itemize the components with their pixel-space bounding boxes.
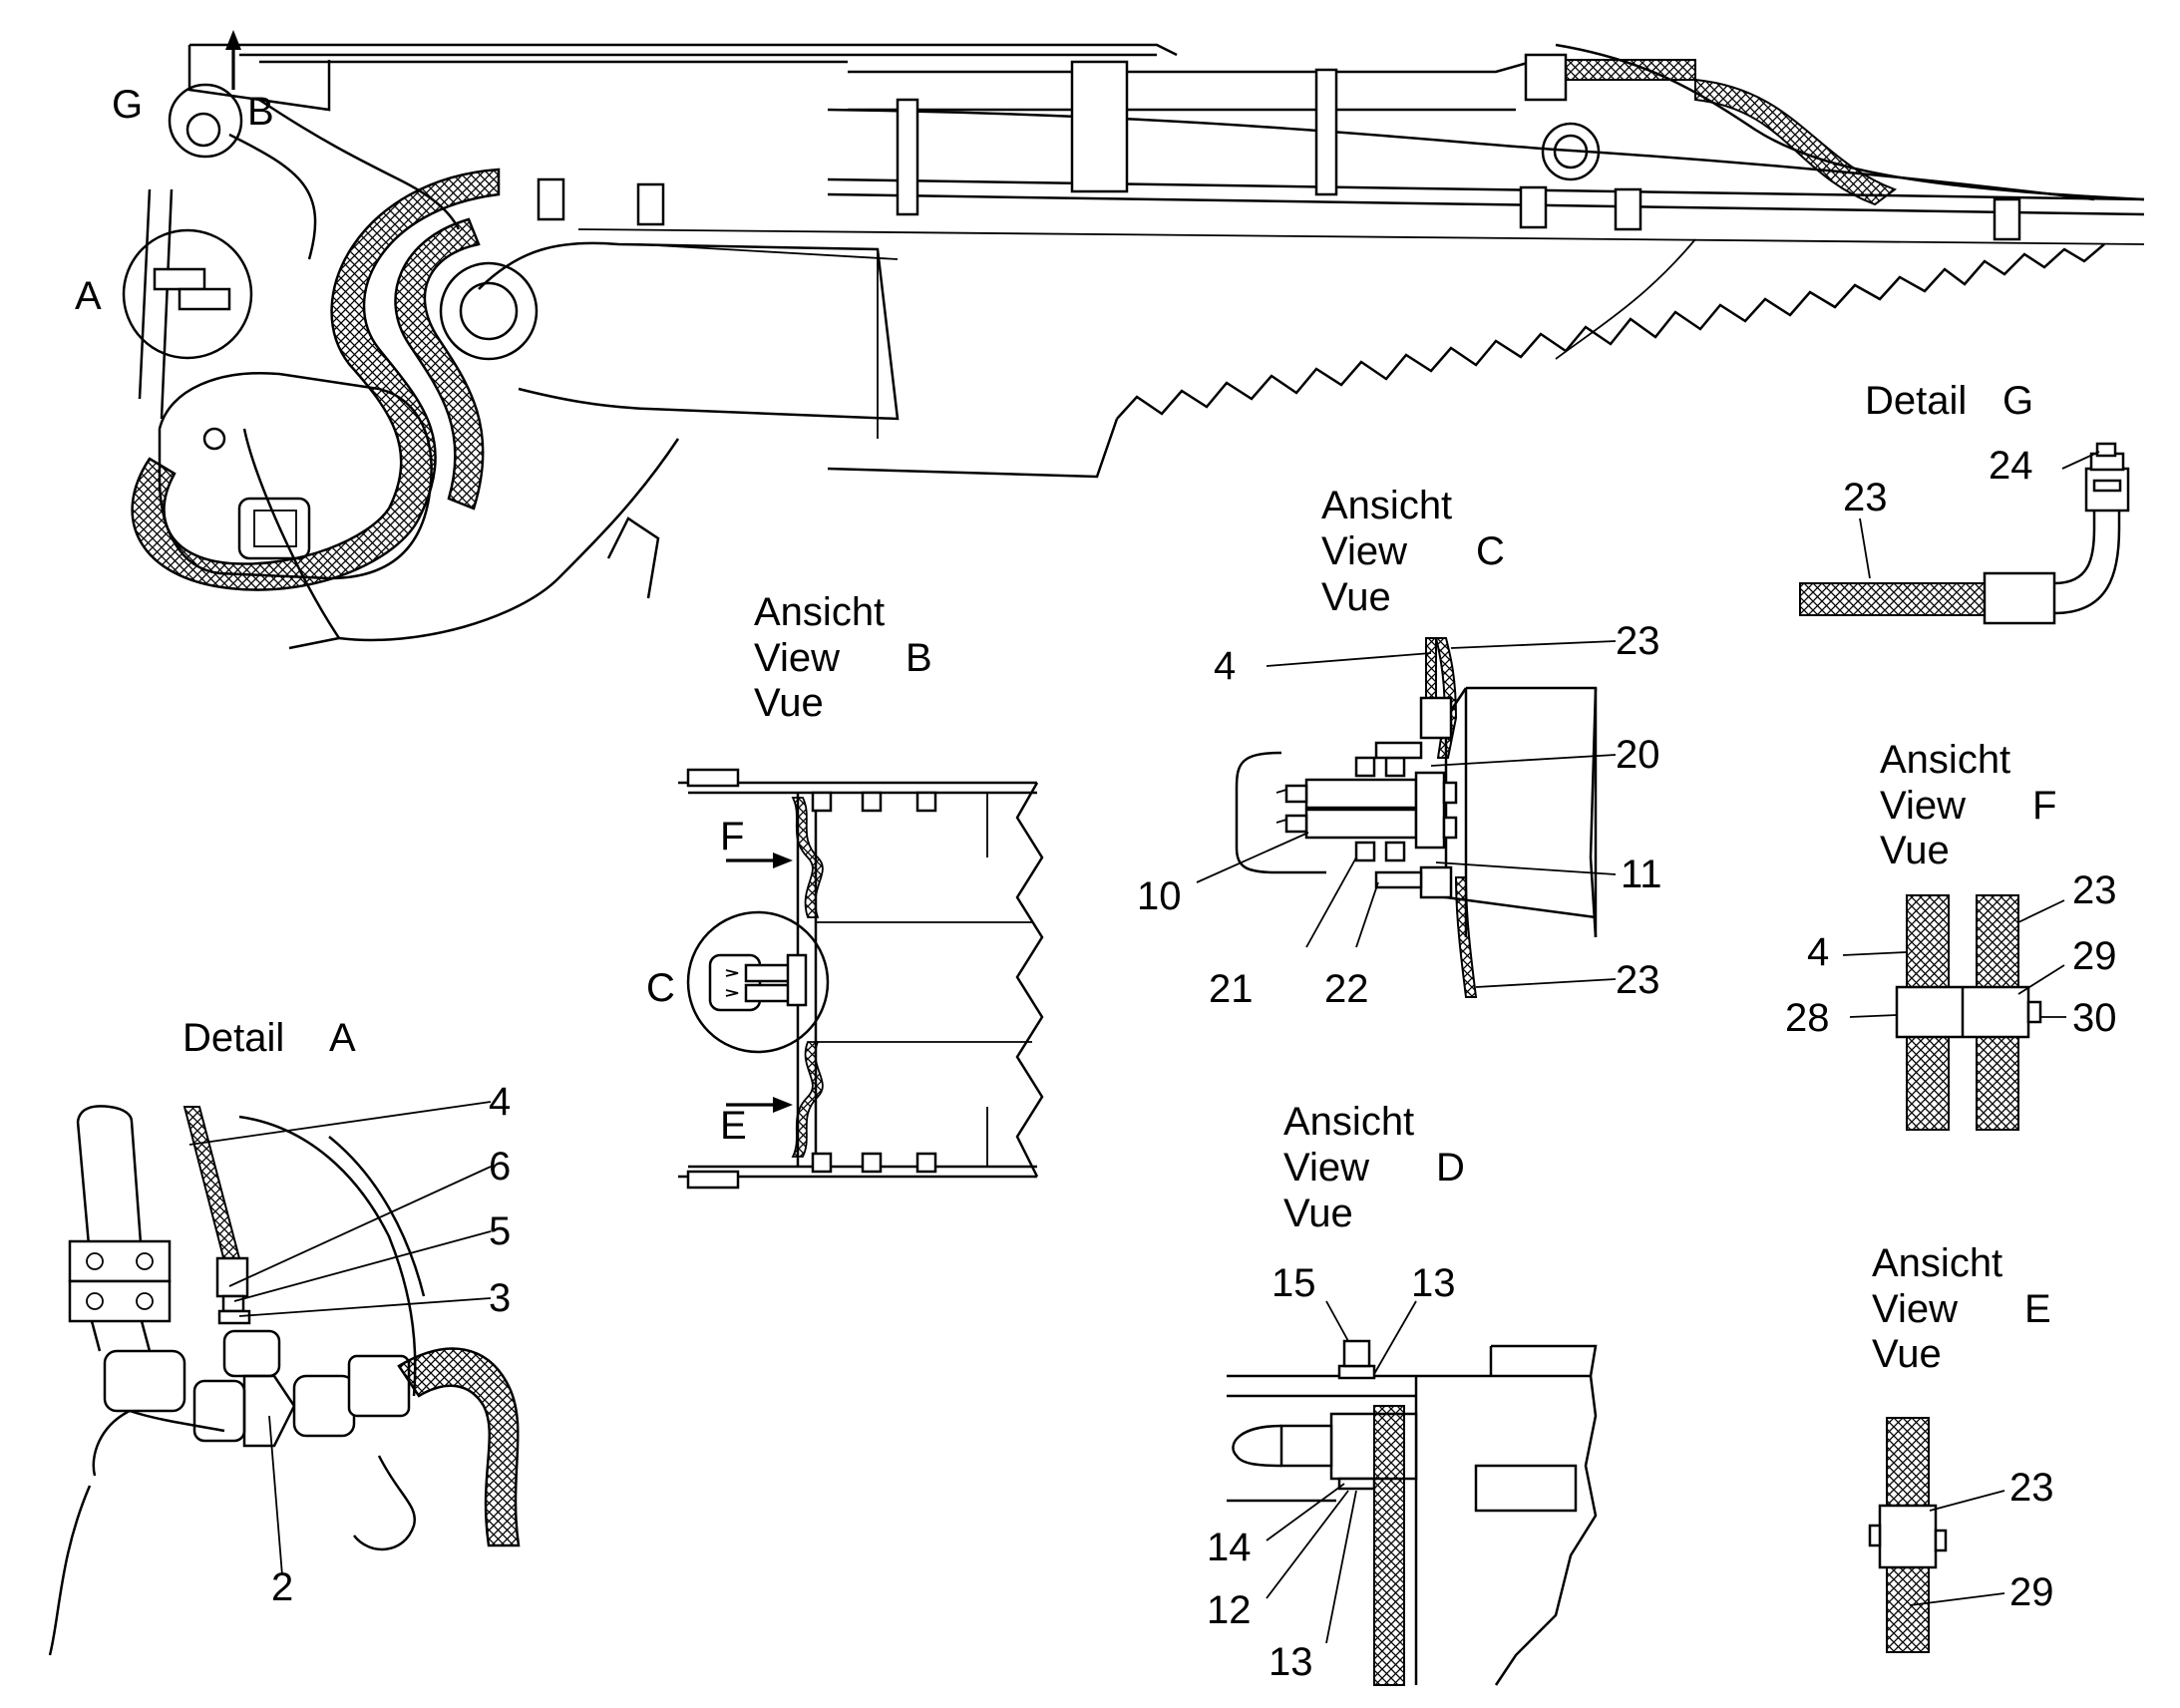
view-c-ansicht: Ansicht xyxy=(1321,484,1452,527)
view-b-ansicht: Ansicht xyxy=(754,590,885,634)
view-f-callout-28: 28 xyxy=(1785,996,1830,1040)
detail-g-circle xyxy=(168,83,243,159)
detail-a xyxy=(48,1101,521,1656)
detail-a-title-word: Detail xyxy=(182,1016,284,1060)
detail-g-callout-23: 23 xyxy=(1843,476,1888,519)
view-c-view: View xyxy=(1321,529,1407,573)
view-f xyxy=(1842,894,2066,1131)
view-d xyxy=(1227,1300,1598,1686)
view-c xyxy=(1196,637,1617,998)
detail-g-title-letter: G xyxy=(2002,379,2033,423)
marker-a-label: A xyxy=(75,274,102,318)
marker-c-label: C xyxy=(646,966,675,1010)
detail-a-callout-2: 2 xyxy=(271,1565,293,1609)
marker-f-label: F xyxy=(720,815,744,858)
view-f-view: View xyxy=(1880,784,1966,828)
view-f-vue: Vue xyxy=(1880,829,1950,872)
detail-a-callout-3: 3 xyxy=(489,1276,511,1320)
marker-b-label: B xyxy=(247,90,274,134)
marker-e-label: E xyxy=(720,1104,747,1148)
view-c-callout-23a: 23 xyxy=(1616,619,1660,663)
main-assembly xyxy=(122,30,2145,650)
view-d-callout-14: 14 xyxy=(1207,1526,1252,1569)
view-b xyxy=(678,768,1044,1190)
view-c-callout-21: 21 xyxy=(1209,967,1254,1011)
view-c-letter: C xyxy=(1476,529,1505,573)
view-f-letter: F xyxy=(2032,784,2056,828)
view-d-view: View xyxy=(1283,1146,1369,1190)
view-c-callout-20: 20 xyxy=(1616,733,1660,777)
view-e-view: View xyxy=(1872,1287,1958,1331)
view-c-vue: Vue xyxy=(1321,575,1391,619)
view-e-callout-29: 29 xyxy=(2009,1570,2054,1614)
detail-g xyxy=(1799,442,2130,625)
view-e-arrowhead xyxy=(773,1097,793,1113)
detail-a-callout-6: 6 xyxy=(489,1145,511,1189)
view-e-letter: E xyxy=(2024,1287,2051,1331)
view-c-callout-23b: 23 xyxy=(1616,958,1660,1002)
view-e xyxy=(1868,1417,2005,1653)
view-c-callout-10: 10 xyxy=(1137,874,1182,918)
view-b-view: View xyxy=(754,636,840,680)
view-c-callout-22: 22 xyxy=(1324,967,1369,1011)
view-b-letter: B xyxy=(906,636,932,680)
view-b-detail-c-circle xyxy=(686,910,830,1054)
detail-a-title-letter: A xyxy=(329,1016,356,1060)
detail-a-callout-4: 4 xyxy=(489,1080,511,1124)
view-f-callout-30: 30 xyxy=(2072,996,2117,1040)
detail-g-callout-24: 24 xyxy=(1989,444,2033,488)
view-d-callout-13a: 13 xyxy=(1411,1261,1456,1305)
view-d-callout-15: 15 xyxy=(1272,1261,1316,1305)
view-f-callout-4: 4 xyxy=(1807,930,1829,974)
view-e-vue: Vue xyxy=(1872,1332,1942,1376)
view-b-arrowhead xyxy=(225,30,241,50)
detail-g-title-word: Detail xyxy=(1865,379,1967,423)
view-f-ansicht: Ansicht xyxy=(1880,738,2010,782)
detail-a-callout-5: 5 xyxy=(489,1209,511,1253)
view-c-callout-4: 4 xyxy=(1214,644,1236,688)
detail-a-circle xyxy=(122,228,253,360)
marker-g-label: G xyxy=(112,83,143,127)
view-b-vue: Vue xyxy=(754,681,824,725)
view-d-callout-13b: 13 xyxy=(1269,1640,1313,1684)
view-f-arrowhead xyxy=(773,853,793,868)
view-d-vue: Vue xyxy=(1283,1192,1353,1235)
view-f-callout-23: 23 xyxy=(2072,868,2117,912)
view-d-callout-12: 12 xyxy=(1207,1588,1252,1632)
view-c-callout-11: 11 xyxy=(1621,853,1662,896)
view-d-ansicht: Ansicht xyxy=(1283,1100,1414,1144)
view-e-callout-23: 23 xyxy=(2009,1466,2054,1510)
view-e-ansicht: Ansicht xyxy=(1872,1241,2002,1285)
view-f-callout-29: 29 xyxy=(2072,934,2117,978)
view-d-letter: D xyxy=(1436,1146,1465,1190)
